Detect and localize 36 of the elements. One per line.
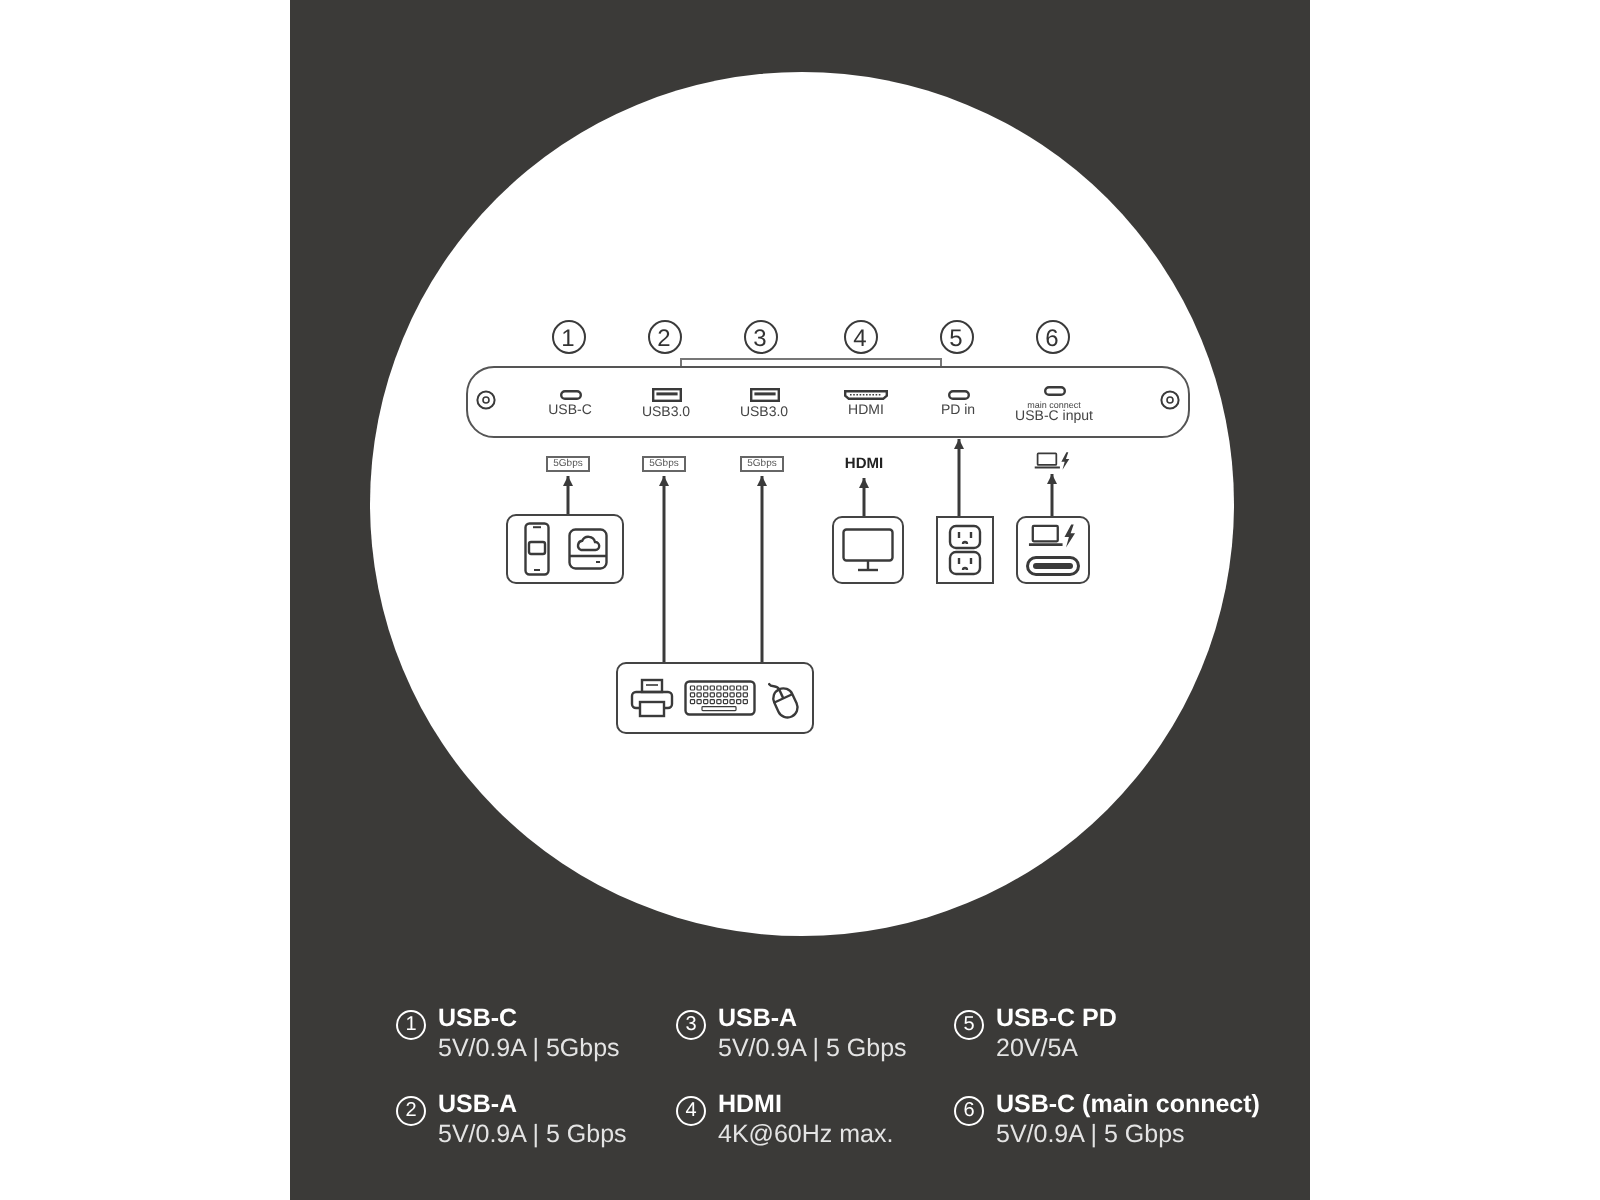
port-name: USB-C (main connect) — [996, 1090, 1260, 1120]
port-name: HDMI — [718, 1090, 784, 1120]
connector-arrow — [563, 476, 573, 514]
device-box — [936, 516, 994, 584]
callout-number: 5 — [939, 320, 973, 354]
callout-number: 5 — [954, 1010, 984, 1040]
device-box — [832, 516, 904, 584]
port-spec: 5V/0.9A | 5 Gbps — [438, 1120, 627, 1150]
port-spec: 20V/5A — [996, 1034, 1081, 1064]
device-box — [1016, 516, 1090, 584]
callout-number: 3 — [676, 1010, 706, 1040]
callout-number: 6 — [1035, 320, 1069, 354]
connector-arrow — [859, 478, 869, 516]
callout-number: 1 — [396, 1010, 426, 1040]
port-spec: 5V/0.9A | 5 Gbps — [996, 1120, 1187, 1150]
callout-number: 2 — [647, 320, 681, 354]
port-name: USB-A — [438, 1090, 520, 1120]
callout-number: 1 — [551, 320, 585, 354]
callout-number: 4 — [843, 320, 877, 354]
callout-number: 4 — [676, 1096, 706, 1126]
port-spec: 5V/0.9A | 5Gbps — [438, 1034, 620, 1064]
port-name: USB-A — [718, 1004, 800, 1034]
device-box — [506, 514, 624, 584]
connector-arrow — [954, 439, 964, 516]
laptop-charging-icon — [1034, 452, 1070, 470]
port-name: USB-C PD — [996, 1004, 1117, 1034]
callout-number: 2 — [396, 1096, 426, 1126]
callout-number: 3 — [743, 320, 777, 354]
connector-arrow — [659, 476, 669, 662]
connector-arrow — [1047, 474, 1057, 516]
connector-arrow — [757, 476, 767, 662]
device-box — [616, 662, 814, 734]
callout-number: 6 — [954, 1096, 984, 1126]
port-spec: 4K@60Hz max. — [718, 1120, 894, 1150]
port-spec: 5V/0.9A | 5 Gbps — [718, 1034, 907, 1064]
port-name: USB-C — [438, 1004, 520, 1034]
